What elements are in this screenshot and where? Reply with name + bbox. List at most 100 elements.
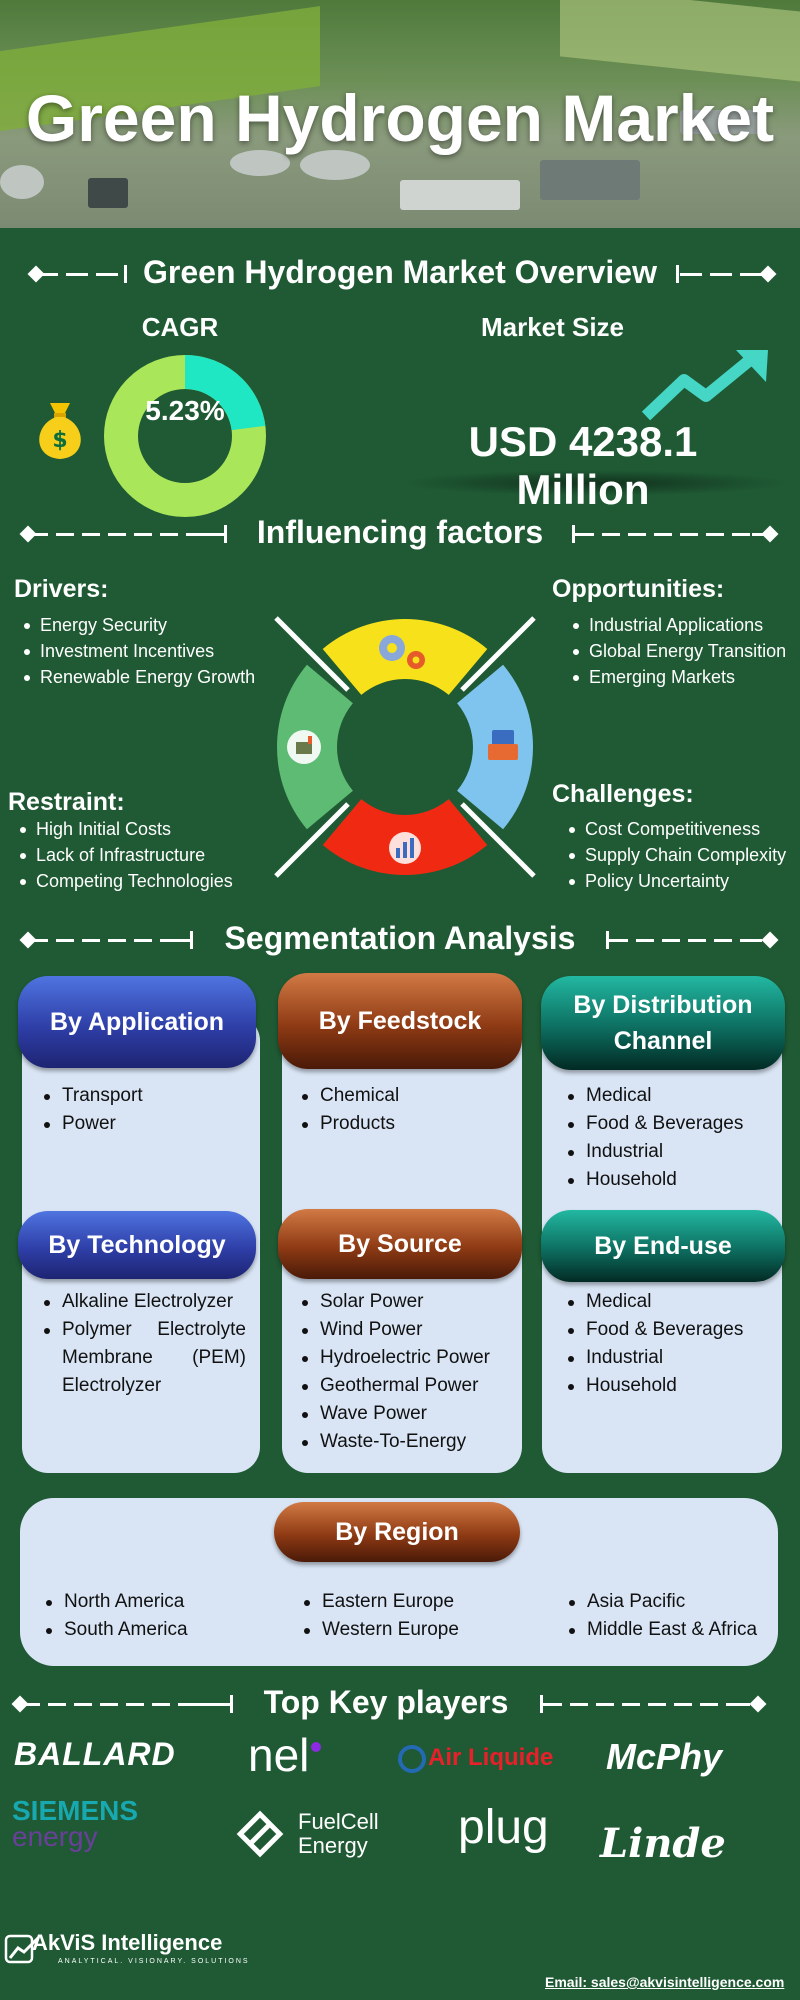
- hero-building: [88, 178, 128, 208]
- svg-text:$: $: [52, 428, 67, 453]
- region-list-3: Asia Pacific Middle East & Africa: [563, 1588, 783, 1644]
- segmentation-heading: Segmentation Analysis: [0, 918, 800, 962]
- siemens-energy-logo: SIEMENS energy: [12, 1795, 139, 1852]
- fuelcell-energy-logo: FuelCell Energy: [236, 1810, 379, 1858]
- challenges-title: Challenges:: [552, 780, 694, 808]
- ballard-logo: BALLARD: [14, 1736, 176, 1772]
- list-item: Industrial Applications: [565, 612, 786, 638]
- list-item: Western Europe: [298, 1616, 518, 1644]
- gear-icon: [379, 635, 425, 669]
- by-region-label: By Region: [274, 1502, 520, 1562]
- nel-logo: nel: [248, 1728, 322, 1782]
- technology-list: Alkaline Electrolyzer Polymer Electrolyt…: [38, 1288, 246, 1400]
- list-item: Wave Power: [296, 1400, 516, 1428]
- fuelcell-mark-icon: [236, 1810, 284, 1858]
- list-item: Lack of Infrastructure: [12, 842, 233, 868]
- players-heading: Top Key players: [0, 1682, 800, 1726]
- hero-field: [560, 0, 800, 84]
- list-item: Chemical: [296, 1082, 511, 1110]
- list-item: Eastern Europe: [298, 1588, 518, 1616]
- money-bag-icon: $: [39, 403, 81, 459]
- plug-logo: plug: [458, 1801, 549, 1854]
- market-size-shadow: [400, 470, 790, 496]
- region-list-2: Eastern Europe Western Europe: [298, 1588, 518, 1644]
- section-title: Influencing factors: [256, 514, 544, 550]
- list-item: Emerging Markets: [565, 664, 786, 690]
- by-technology-label: By Technology: [18, 1211, 256, 1279]
- list-item: Power: [38, 1110, 248, 1138]
- cagr-donut-chart: [104, 355, 266, 517]
- factors-wheel: [274, 616, 536, 878]
- list-item: Industrial: [562, 1344, 777, 1372]
- list-item: Food & Beverages: [562, 1110, 777, 1138]
- by-end-use-label: By End-use: [541, 1210, 785, 1282]
- by-source-label: By Source: [278, 1209, 522, 1279]
- section-title: Green Hydrogen Market Overview: [143, 254, 657, 290]
- end-use-list: Medical Food & Beverages Industrial Hous…: [562, 1288, 777, 1400]
- challenges-list: Cost Competitiveness Supply Chain Comple…: [561, 816, 786, 894]
- list-item: Medical: [562, 1082, 777, 1110]
- list-item: Geothermal Power: [296, 1372, 516, 1400]
- by-feedstock-label: By Feedstock: [278, 973, 522, 1069]
- restraint-title: Restraint:: [8, 788, 125, 816]
- application-list: Transport Power: [38, 1082, 248, 1138]
- brand-name: AkViS Intelligence: [32, 1930, 223, 1955]
- akvis-logo-icon: [4, 1934, 40, 1964]
- list-item: Policy Uncertainty: [561, 868, 786, 894]
- by-distribution-channel-label: By Distribution Channel: [541, 976, 785, 1070]
- cagr-value: 5.23%: [145, 395, 225, 426]
- list-item: Medical: [562, 1288, 777, 1316]
- factory-icon: [287, 730, 321, 764]
- document-icon: [488, 730, 518, 760]
- hero-tank: [300, 150, 370, 180]
- page-title: Green Hydrogen Market: [25, 81, 775, 155]
- feedstock-list: Chemical Products: [296, 1082, 511, 1138]
- source-list: Solar Power Wind Power Hydroelectric Pow…: [296, 1288, 516, 1456]
- chart-icon: [389, 832, 421, 864]
- list-item: Products: [296, 1110, 511, 1138]
- drivers-list: Energy Security Investment Incentives Re…: [16, 612, 255, 690]
- list-item: Solar Power: [296, 1288, 516, 1316]
- restraint-list: High Initial Costs Lack of Infrastructur…: [12, 816, 233, 894]
- list-item: Competing Technologies: [12, 868, 233, 894]
- list-item: Global Energy Transition: [565, 638, 786, 664]
- hero-building: [680, 110, 760, 134]
- opportunities-title: Opportunities:: [552, 575, 725, 603]
- linde-logo: Linde: [600, 1820, 726, 1867]
- wheel-segment-top: [322, 619, 488, 695]
- mcphy-logo: McPhy: [606, 1736, 723, 1777]
- contact-email-link[interactable]: Email: sales@akvisintelligence.com: [545, 1974, 785, 1990]
- list-item: South America: [40, 1616, 260, 1644]
- list-item: Cost Competitiveness: [561, 816, 786, 842]
- by-application-label: By Application: [18, 976, 256, 1068]
- cagr-label: CAGR: [141, 312, 219, 342]
- list-item: Energy Security: [16, 612, 255, 638]
- list-item: High Initial Costs: [12, 816, 233, 842]
- hero-tank: [230, 150, 290, 176]
- region-list-1: North America South America: [40, 1588, 260, 1644]
- list-item: Industrial: [562, 1138, 777, 1166]
- list-item: North America: [40, 1588, 260, 1616]
- hero-tank: [0, 165, 44, 199]
- list-item: Middle East & Africa: [563, 1616, 783, 1644]
- list-item: Hydroelectric Power: [296, 1344, 516, 1372]
- list-item: Polymer Electrolyte Membrane (PEM) Elect…: [38, 1316, 246, 1400]
- market-size-label: Market Size: [480, 312, 625, 342]
- trend-arrow-icon: [641, 350, 768, 421]
- list-item: Supply Chain Complexity: [561, 842, 786, 868]
- hero-building: [540, 160, 640, 200]
- list-item: Wind Power: [296, 1316, 516, 1344]
- list-item: Renewable Energy Growth: [16, 664, 255, 690]
- donut-segment: [184, 355, 266, 431]
- list-item: Household: [562, 1166, 777, 1194]
- hero-banner: Green Hydrogen Market: [0, 0, 800, 228]
- market-size-value: USD 4238.1 Million: [468, 418, 698, 513]
- distribution-list: Medical Food & Beverages Industrial Hous…: [562, 1082, 777, 1194]
- brand-tagline: ANALYTICAL. VISIONARY. SOLUTIONS: [58, 1958, 250, 1965]
- list-item: Investment Incentives: [16, 638, 255, 664]
- list-item: Transport: [38, 1082, 248, 1110]
- list-item: Asia Pacific: [563, 1588, 783, 1616]
- list-item: Household: [562, 1372, 777, 1400]
- section-title: Top Key players: [263, 1684, 509, 1720]
- overview-heading: Green Hydrogen Market Overview: [0, 252, 800, 296]
